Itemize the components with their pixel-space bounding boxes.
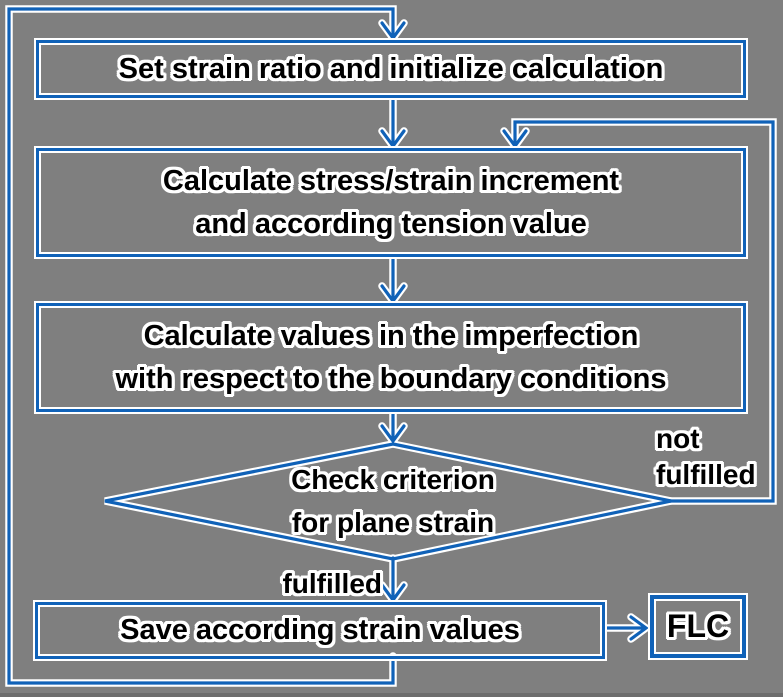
node-calculate-imperfection: Calculate values in the imperfection wit… [34, 301, 748, 414]
loop-save-to-start-line [7, 7, 395, 685]
node-save-strain-values: Save according strain values [33, 600, 607, 661]
node-calculate-imperfection-line1: Calculate values in the imperfection [143, 319, 639, 352]
node-calculate-increment-line2: and according tension value [195, 207, 587, 240]
connector-blue-layer [7, 7, 775, 685]
edge-label-not-fulfilled-line2: fulfilled [656, 459, 756, 490]
arrow-into-imperfection-icon [380, 284, 406, 304]
arrow-into-increment-icon [380, 129, 406, 149]
node-calculate-increment-line1: Calculate stress/strain increment [162, 164, 620, 197]
arrow-into-save-icon [380, 583, 406, 603]
node-set-strain-ratio-label: Set strain ratio and initialize calculat… [118, 52, 664, 85]
edge-label-not-fulfilled-line1: not [656, 423, 700, 454]
node-calculate-imperfection-label: Calculate values in the imperfection wit… [115, 315, 666, 401]
arrow-into-check-icon [380, 424, 406, 444]
image-bottom-edge [0, 693, 783, 697]
node-flc-output-label: FLC [666, 608, 730, 644]
node-flc-output: FLC [648, 593, 748, 660]
node-check-criterion-label: Check criterion for plane strain [193, 458, 593, 544]
node-calculate-increment: Calculate stress/strain increment and ac… [34, 146, 748, 259]
loop-not-fulfilled-line [513, 120, 775, 503]
edge-label-not-fulfilled: not fulfilled [656, 421, 756, 493]
node-check-criterion-line2: for plane strain [291, 507, 495, 538]
node-calculate-increment-label: Calculate stress/strain increment and ac… [163, 160, 619, 246]
arrow-into-flc-icon [629, 615, 649, 641]
arrow-into-set-strain-icon [380, 21, 406, 41]
node-check-criterion-line1: Check criterion [291, 464, 495, 495]
arrow-loop-into-increment-icon [502, 129, 528, 149]
node-save-strain-values-label: Save according strain values [120, 614, 520, 646]
node-calculate-imperfection-line2: with respect to the boundary conditions [115, 362, 667, 395]
node-set-strain-ratio: Set strain ratio and initialize calculat… [34, 38, 748, 100]
edge-label-fulfilled: fulfilled [282, 568, 382, 599]
